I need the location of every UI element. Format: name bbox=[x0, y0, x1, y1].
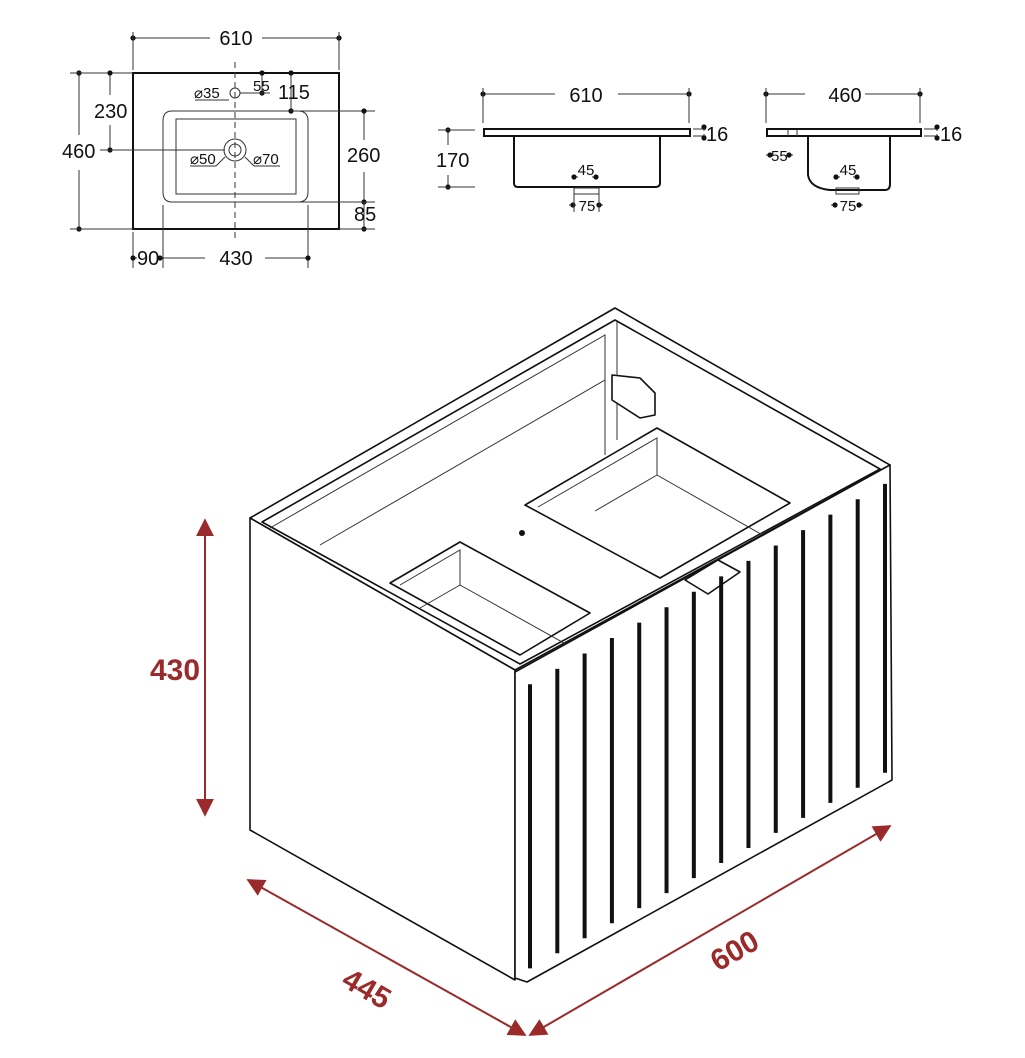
dim-tap-hole: ⌀35 bbox=[194, 85, 220, 102]
dim-side-thickness: 16 bbox=[940, 124, 962, 146]
dim-front-drain-b: 75 bbox=[579, 198, 596, 215]
dim-plan-depth: 460 bbox=[62, 141, 95, 163]
basin-outer bbox=[162, 110, 309, 203]
dim-side-drain-a: 45 bbox=[840, 162, 857, 179]
countertop-outline bbox=[132, 72, 340, 230]
basin-inner bbox=[175, 118, 297, 195]
dim-tap-dist: 55 bbox=[253, 78, 270, 95]
drawer-handle bbox=[684, 559, 741, 595]
dim-basin-left: 90 bbox=[137, 248, 159, 270]
drain-inner bbox=[228, 143, 242, 157]
dim-drain-outer: ⌀70 bbox=[253, 151, 279, 168]
width-arrow bbox=[528, 825, 892, 1036]
dim-side-drain-b: 75 bbox=[840, 198, 857, 215]
right-drawer-box bbox=[524, 427, 791, 579]
dim-basin-top: 115 bbox=[278, 82, 310, 104]
dim-side-tap: 55 bbox=[771, 148, 788, 165]
depth-arrow bbox=[246, 879, 527, 1036]
dim-cabinet-depth: 445 bbox=[337, 962, 397, 1016]
left-drawer-box bbox=[389, 541, 591, 656]
dim-cabinet-width: 600 bbox=[705, 924, 765, 978]
dim-front-thickness: 16 bbox=[706, 124, 728, 146]
side-view: 460 16 55 45 75 bbox=[763, 85, 962, 215]
dim-front-width: 610 bbox=[569, 85, 602, 107]
dim-basin-depth: 260 bbox=[347, 145, 380, 167]
dim-front-drain-a: 45 bbox=[578, 162, 595, 179]
dim-front-height: 170 bbox=[436, 150, 469, 172]
dim-side-depth: 460 bbox=[828, 85, 861, 107]
dim-basin-bottom: 85 bbox=[354, 204, 376, 226]
dim-cabinet-height: 430 bbox=[150, 654, 200, 687]
plan-view: 610 460 230 ⌀35 55 115 260 85 ⌀50 ⌀70 90… bbox=[62, 28, 380, 270]
front-view: 610 16 170 45 75 bbox=[436, 85, 728, 215]
dim-drain-inner: ⌀50 bbox=[190, 151, 216, 168]
dim-basin-width: 430 bbox=[219, 248, 252, 270]
dim-tap-offset: 230 bbox=[94, 101, 127, 123]
dim-plan-width: 610 bbox=[219, 28, 252, 50]
back-bracket bbox=[611, 374, 656, 419]
